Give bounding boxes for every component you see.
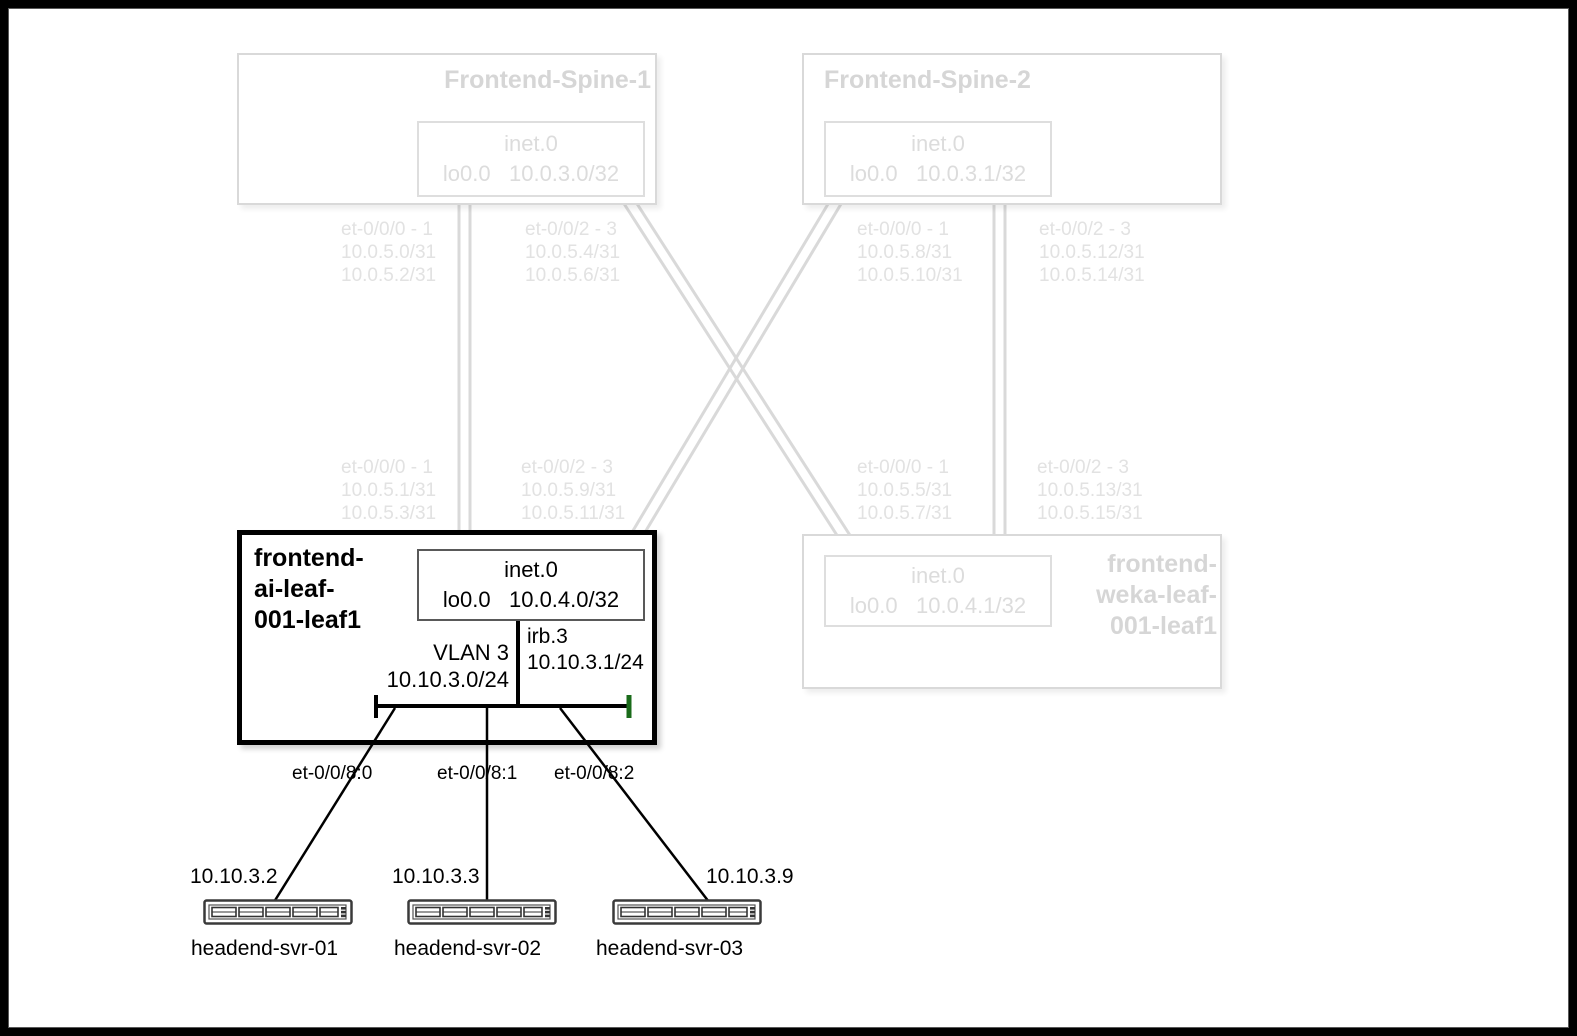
- routing-table-box-ai-leaf[interactable]: inet.0 lo0.0 10.0.4.0/32: [417, 549, 645, 621]
- irb-label: irb.3 10.10.3.1/24: [527, 625, 644, 674]
- routing-table-box-weka-leaf[interactable]: inet.0 lo0.0 10.0.4.1/32: [824, 555, 1052, 627]
- node-title-frontend-spine-1: Frontend-Spine-1: [444, 66, 651, 94]
- link-label-spine2-left: et-0/0/0 - 1 10.0.5.8/31 10.0.5.10/31: [857, 219, 963, 286]
- server-address-0: 10.10.3.2: [190, 865, 278, 888]
- link-label-leaf2-left: et-0/0/0 - 1 10.0.5.5/31 10.0.5.7/31: [857, 457, 953, 524]
- server-address-1: 10.10.3.3: [392, 865, 480, 888]
- loopback-entry: lo0.0 10.0.3.0/32: [443, 159, 619, 189]
- node-title-frontend-ai-leaf-001-leaf1: frontend- ai-leaf- 001-leaf1: [254, 544, 364, 634]
- diagram-frame: Frontend-Spine-1 inet.0 lo0.0 10.0.3.0/3…: [8, 8, 1569, 1028]
- routing-table-box-spine-2[interactable]: inet.0 lo0.0 10.0.3.1/32: [824, 121, 1052, 197]
- loopback-label: lo0.0: [442, 587, 491, 612]
- access-port-label-1: et-0/0/8:1: [437, 763, 518, 784]
- server-address-2: 10.10.3.9: [706, 865, 794, 888]
- server-name-1: headend-svr-02: [394, 937, 542, 960]
- link-spine2-leaf1-a: [629, 198, 833, 535]
- link-label-spine1-left: et-0/0/0 - 1 10.0.5.0/31 10.0.5.2/31: [341, 219, 437, 286]
- link-spine2-leaf1-b: [642, 198, 846, 535]
- rack-server-icon-1[interactable]: [407, 899, 557, 925]
- loopback-label: lo0.0: [849, 593, 898, 618]
- routing-table-name: inet.0: [504, 557, 558, 582]
- node-title-frontend-weka-leaf-001-leaf1: frontend- weka-leaf- 001-leaf1: [1096, 550, 1217, 640]
- link-label-spine1-right: et-0/0/2 - 3 10.0.5.4/31 10.0.5.6/31: [525, 219, 621, 286]
- link-spine1-leaf2-a: [619, 198, 851, 555]
- link-label-spine2-right: et-0/0/2 - 3 10.0.5.12/31 10.0.5.14/31: [1039, 219, 1145, 286]
- diagram-canvas: Frontend-Spine-1 inet.0 lo0.0 10.0.3.0/3…: [9, 9, 1570, 1029]
- rack-server-icon-0[interactable]: [203, 899, 353, 925]
- loopback-entry: lo0.0 10.0.4.0/32: [443, 585, 619, 615]
- loopback-label: lo0.0: [442, 161, 491, 186]
- link-spine1-leaf2-b: [632, 198, 864, 555]
- loopback-address: 10.0.4.1/32: [915, 593, 1027, 618]
- routing-table-box-spine-1[interactable]: inet.0 lo0.0 10.0.3.0/32: [417, 121, 645, 197]
- server-name-0: headend-svr-01: [191, 937, 339, 960]
- routing-table-name: inet.0: [911, 131, 965, 156]
- loopback-entry: lo0.0 10.0.3.1/32: [850, 159, 1026, 189]
- loopback-entry: lo0.0 10.0.4.1/32: [850, 591, 1026, 621]
- loopback-address: 10.0.3.0/32: [508, 161, 620, 186]
- routing-table-name: inet.0: [504, 131, 558, 156]
- loopback-address: 10.0.4.0/32: [508, 587, 620, 612]
- link-label-leaf1-right: et-0/0/2 - 3 10.0.5.9/31 10.0.5.11/31: [521, 457, 626, 524]
- loopback-label: lo0.0: [849, 161, 898, 186]
- access-port-label-2: et-0/0/8:2: [554, 763, 635, 784]
- routing-table-name: inet.0: [911, 563, 965, 588]
- link-label-leaf1-left: et-0/0/0 - 1 10.0.5.1/31 10.0.5.3/31: [341, 457, 437, 524]
- loopback-address: 10.0.3.1/32: [915, 161, 1027, 186]
- server-name-2: headend-svr-03: [596, 937, 744, 960]
- vlan-label: VLAN 3 10.10.3.0/24: [386, 640, 509, 692]
- node-title-frontend-spine-2: Frontend-Spine-2: [824, 66, 1031, 94]
- link-label-leaf2-right: et-0/0/2 - 3 10.0.5.13/31 10.0.5.15/31: [1037, 457, 1143, 524]
- rack-server-icon-2[interactable]: [612, 899, 762, 925]
- access-port-label-0: et-0/0/8:0: [292, 763, 373, 784]
